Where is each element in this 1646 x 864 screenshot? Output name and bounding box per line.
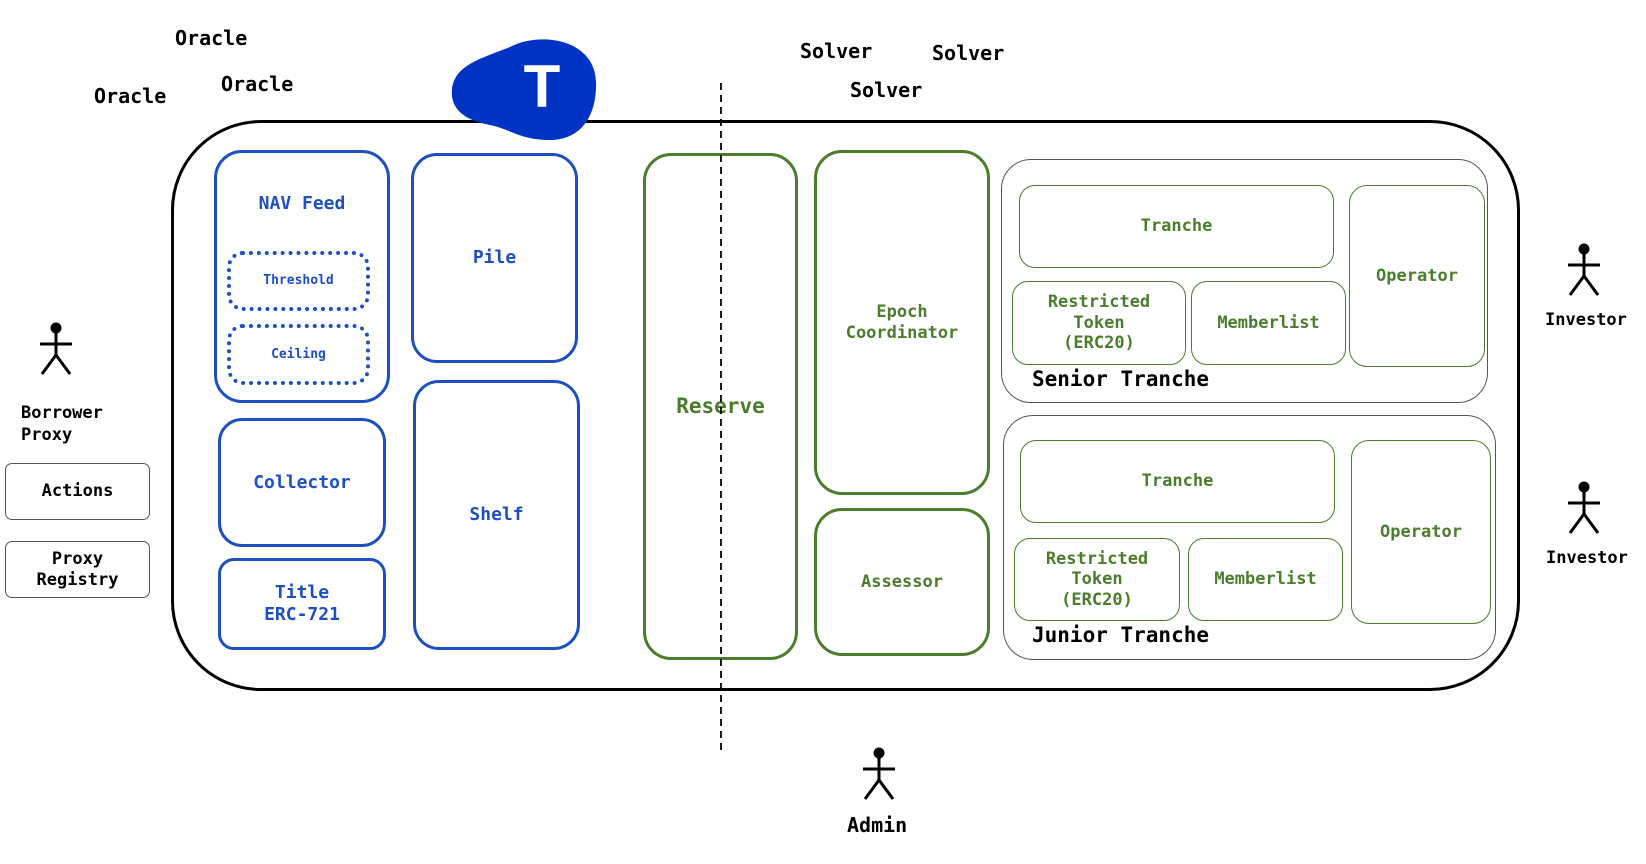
- junior-tranche-box[interactable]: Tranche: [1020, 440, 1335, 523]
- senior-tranche-title: Senior Tranche: [1032, 367, 1210, 391]
- shelf-label: Shelf: [469, 504, 524, 526]
- junior-token-line3: (ERC20): [1061, 589, 1133, 610]
- proxy-registry-line1: Proxy: [51, 549, 104, 570]
- collector-module[interactable]: Collector: [218, 418, 386, 547]
- pile-label: Pile: [472, 247, 517, 269]
- senior-token-line3: (ERC20): [1063, 333, 1135, 354]
- title-erc721-module[interactable]: Title ERC-721: [218, 558, 386, 650]
- proxy-registry-line2: Registry: [36, 569, 119, 590]
- epoch-label-line2: Coordinator: [845, 322, 959, 343]
- dashed-divider-line: [720, 83, 722, 753]
- title-label-line1: Title: [274, 582, 330, 604]
- borrower-label-line2: Proxy: [21, 425, 73, 445]
- pile-module[interactable]: Pile: [411, 153, 578, 363]
- solver-label-3: Solver: [850, 78, 923, 102]
- senior-restricted-token-box[interactable]: Restricted Token (ERC20): [1012, 281, 1186, 365]
- junior-tranche-title: Junior Tranche: [1032, 623, 1210, 647]
- assessor-module[interactable]: Assessor: [814, 508, 990, 656]
- junior-token-line2: Token: [1071, 569, 1123, 590]
- actions-label: Actions: [41, 481, 114, 502]
- senior-memberlist-box[interactable]: Memberlist: [1191, 281, 1346, 365]
- junior-tranche-label: Tranche: [1141, 471, 1214, 492]
- logo-icon: T: [451, 39, 597, 140]
- solver-label-1: Solver: [800, 39, 873, 63]
- logo-letter: T: [524, 53, 561, 120]
- junior-token-line1: Restricted: [1045, 548, 1149, 569]
- solver-label-2: Solver: [932, 41, 1005, 65]
- senior-token-line2: Token: [1073, 312, 1125, 333]
- oracle-label-1: Oracle: [175, 26, 248, 50]
- title-label-line2: ERC-721: [264, 604, 340, 625]
- junior-memberlist-label: Memberlist: [1214, 569, 1317, 590]
- senior-token-line1: Restricted: [1047, 292, 1151, 313]
- epoch-label-line1: Epoch: [876, 302, 928, 323]
- shelf-module[interactable]: Shelf: [413, 380, 580, 650]
- epoch-coordinator-module[interactable]: Epoch Coordinator: [814, 150, 990, 495]
- investor-figure-icon-1: [1568, 243, 1600, 296]
- oracle-label-3: Oracle: [221, 72, 294, 96]
- junior-operator-label: Operator: [1380, 521, 1462, 542]
- assessor-label: Assessor: [861, 571, 943, 592]
- ceiling-label: Ceiling: [271, 346, 326, 362]
- borrower-proxy-label: Borrower Proxy: [21, 402, 103, 446]
- nav-feed-label: NAV Feed: [258, 193, 346, 214]
- proxy-registry-button[interactable]: Proxy Registry: [5, 541, 150, 598]
- borrower-label-line1: Borrower: [21, 403, 103, 423]
- threshold-module[interactable]: Threshold: [227, 251, 370, 311]
- nav-feed-module[interactable]: NAV Feed: [214, 150, 390, 403]
- actions-button[interactable]: Actions: [5, 463, 150, 520]
- ceiling-module[interactable]: Ceiling: [227, 324, 370, 385]
- senior-memberlist-label: Memberlist: [1217, 312, 1320, 333]
- investor-label-1: Investor: [1545, 310, 1627, 330]
- investor-label-2: Investor: [1546, 548, 1628, 568]
- admin-label: Admin: [847, 813, 908, 837]
- senior-tranche-box[interactable]: Tranche: [1019, 185, 1334, 268]
- system-container: [171, 120, 1520, 691]
- senior-operator-box[interactable]: Operator: [1349, 185, 1485, 367]
- threshold-label: Threshold: [263, 273, 334, 289]
- junior-operator-box[interactable]: Operator: [1351, 440, 1491, 624]
- junior-tranche-group: [1003, 415, 1496, 660]
- investor-figure-icon-2: [1568, 481, 1600, 534]
- senior-tranche-group: [1001, 159, 1488, 403]
- junior-memberlist-box[interactable]: Memberlist: [1188, 538, 1343, 621]
- senior-tranche-label: Tranche: [1140, 216, 1213, 237]
- junior-restricted-token-box[interactable]: Restricted Token (ERC20): [1014, 538, 1180, 621]
- oracle-label-2: Oracle: [94, 84, 167, 108]
- admin-figure-icon: [863, 747, 895, 800]
- collector-label: Collector: [253, 471, 351, 493]
- senior-operator-label: Operator: [1376, 265, 1458, 286]
- borrower-figure-icon: [40, 322, 72, 375]
